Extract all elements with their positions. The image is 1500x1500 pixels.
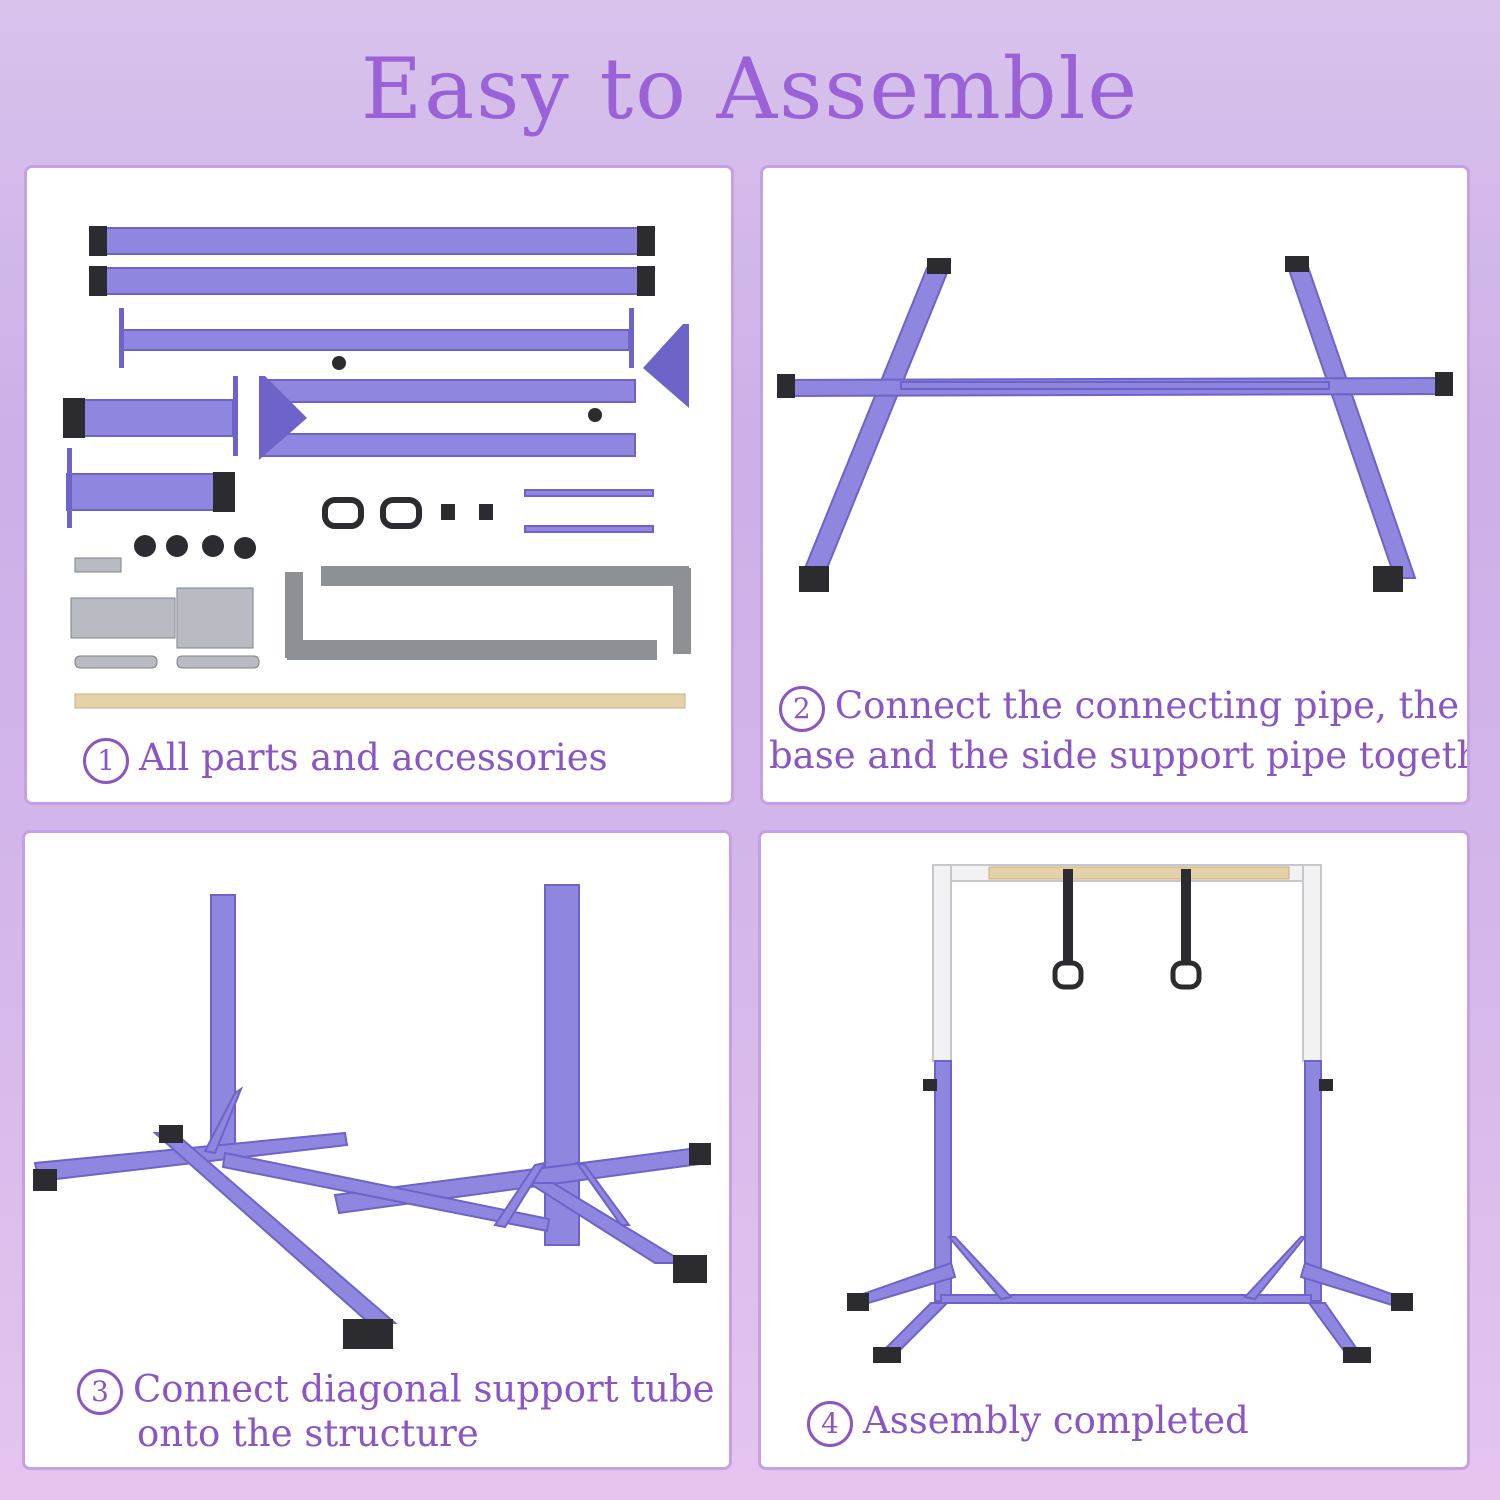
completed-bar-illustration [847,864,1413,1363]
step-4-number: 4 [807,1400,853,1447]
step-2-line-1-text: Connect the connecting pipe, the [834,684,1460,727]
step-1-number: 1 [83,737,129,784]
base-assembly-illustration [777,256,1453,592]
step-3-number: 3 [77,1369,123,1415]
parts-illustration [63,226,691,709]
step-3-line-1-text: Connect diagonal support tube [133,1367,715,1411]
step-2-number: 2 [778,685,825,732]
diagonal-support-illustration [33,884,711,1349]
step-4-text: Assembly completed [863,1399,1249,1442]
step-3-line-2: onto the structure [137,1412,479,1455]
page-title: Easy to Assemble [360,40,1140,138]
step-1-text: All parts and accessories [139,736,608,779]
step-2-line-2: base and the side support pipe together [769,733,1470,777]
